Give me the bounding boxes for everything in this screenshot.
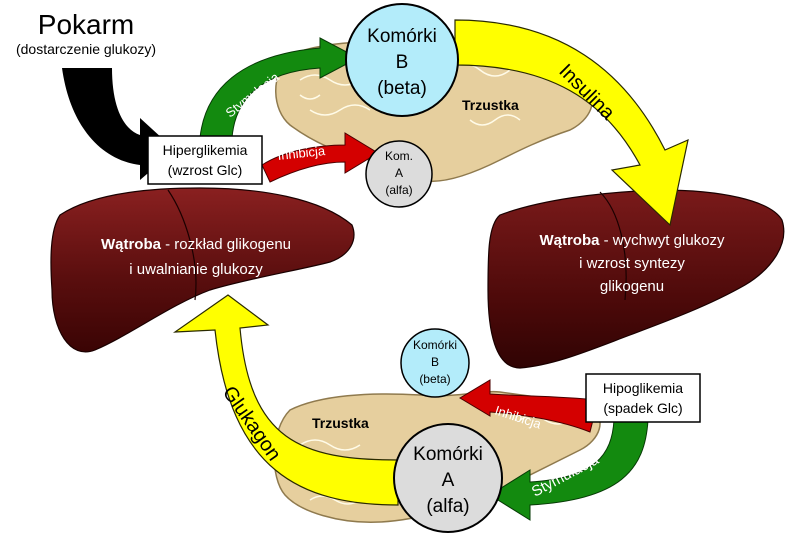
liver-left-line2: i uwalnianie glukozy	[129, 261, 263, 278]
alpha-bottom-line3: (alfa)	[426, 496, 469, 517]
hyperglycemia-line1: Hiperglikemia	[163, 142, 248, 158]
beta-bottom-line1: Komórki	[413, 338, 457, 352]
svg-text:Wątroba - wychwyt glukozy: Wątroba - wychwyt glukozy	[539, 232, 725, 249]
hyperglycemia-line2: (wzrost Glc)	[168, 162, 243, 178]
beta-cells-bottom: Komórki B (beta)	[400, 328, 470, 398]
liver-right-line3: glikogenu	[600, 278, 664, 295]
alpha-bottom-line1: Komórki	[413, 444, 483, 465]
pancreas-top-label: Trzustka	[462, 97, 519, 113]
liver-right-bold: Wątroba	[539, 232, 600, 249]
inhibition-top-label: Inhibicja	[277, 143, 327, 163]
alpha-top-line2: A	[395, 166, 403, 180]
hyperglycemia-box: Hiperglikemia (wzrost Glc)	[147, 135, 263, 185]
beta-top-line2: B	[396, 52, 409, 73]
food-subtitle: (dostarczenie glukozy)	[16, 41, 156, 57]
hypoglycemia-box: Hipoglikemia (spadek Glc)	[585, 373, 701, 423]
liver-right: Wątroba - wychwyt glukozy i wzrost synte…	[487, 189, 785, 369]
liver-left-rest: - rozkład glikogenu	[161, 236, 291, 253]
alpha-top-line3: (alfa)	[385, 183, 412, 197]
liver-left-bold: Wątroba	[101, 236, 162, 253]
liver-left: Wątroba - rozkład glikogenu i uwalnianie…	[50, 187, 355, 353]
hypoglycemia-line1: Hipoglikemia	[603, 380, 683, 396]
alpha-cells-top: Kom. A (alfa)	[365, 140, 433, 208]
hypoglycemia-line2: (spadek Glc)	[603, 400, 682, 416]
food-arrow	[62, 68, 175, 180]
alpha-top-line1: Kom.	[385, 149, 413, 163]
inhibition-top-arrow: Inhibicja	[261, 132, 379, 183]
liver-right-rest: - wychwyt glukozy	[599, 232, 725, 249]
liver-right-line2: i wzrost syntezy	[579, 255, 685, 272]
alpha-bottom-line2: A	[442, 470, 455, 491]
beta-top-line3: (beta)	[377, 78, 427, 99]
pancreas-bottom-label: Trzustka	[312, 415, 369, 431]
beta-top-line1: Komórki	[367, 26, 437, 47]
alpha-cells-bottom: Komórki A (alfa)	[393, 423, 503, 533]
svg-text:Wątroba - rozkład glikogenu: Wątroba - rozkład glikogenu	[101, 236, 291, 253]
beta-bottom-line2: B	[431, 355, 439, 369]
food-title: Pokarm	[38, 9, 134, 40]
beta-bottom-line3: (beta)	[419, 372, 450, 386]
beta-cells-top: Komórki B (beta)	[345, 3, 459, 117]
